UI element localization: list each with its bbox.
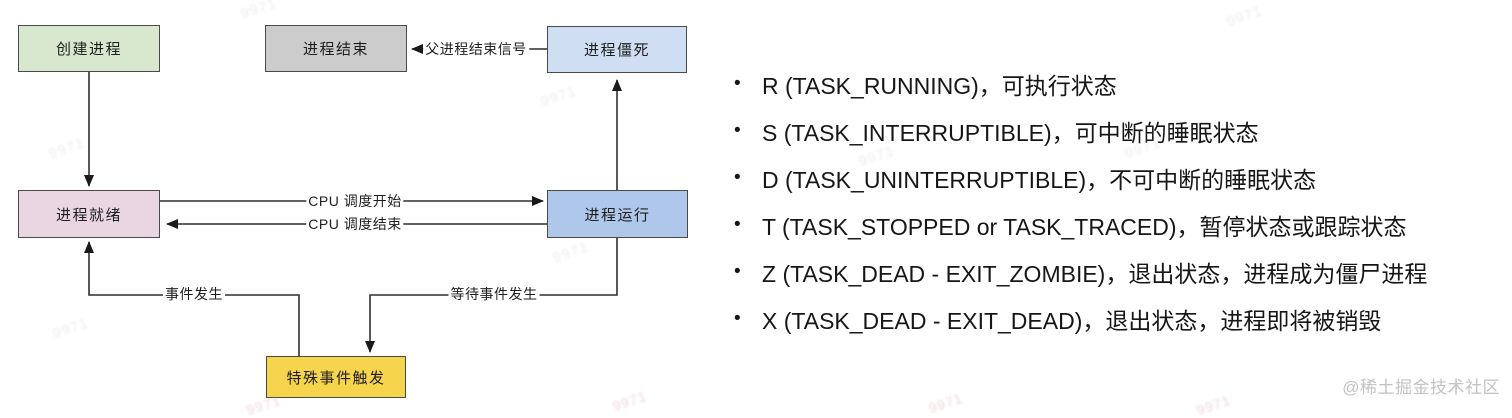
node-process-zombie: 进程僵死: [547, 26, 687, 73]
watermark-text: 9971: [610, 387, 649, 415]
watermark-text: 9971: [238, 0, 280, 23]
watermark-text: 9971: [50, 314, 92, 343]
list-item: • S (TASK_INTERRUPTIBLE)，可中断的睡眠状态: [734, 107, 1427, 154]
edge-label-cpu-schedule-start: CPU 调度开始: [306, 191, 404, 211]
node-process-running: 进程运行: [547, 190, 688, 238]
watermark-text: 9971: [46, 134, 88, 163]
bullet-icon: •: [734, 119, 741, 141]
bullet-icon: •: [734, 166, 741, 188]
task-state-list: • R (TASK_RUNNING)，可执行状态 • S (TASK_INTER…: [734, 60, 1427, 342]
bullet-icon: •: [734, 307, 741, 329]
community-attribution: @稀土掘金技术社区: [1342, 378, 1500, 397]
watermark-text: 9971: [1224, 2, 1266, 31]
node-process-end: 进程结束: [265, 25, 407, 72]
list-item-text: X (TASK_DEAD - EXIT_DEAD)，退出状态，进程即将被销毁: [762, 307, 1382, 334]
bullet-icon: •: [734, 260, 741, 282]
edge-label-wait-event: 等待事件发生: [448, 284, 540, 304]
list-item-text: T (TASK_STOPPED or TASK_TRACED)，暂停状态或跟踪状…: [762, 213, 1407, 240]
process-state-diagram-page: 创建进程 进程结束 进程僵死 进程就绪 进程运行 特殊事件触发 父进程结束信号 …: [18, 0, 1500, 418]
list-item-text: D (TASK_UNINTERRUPTIBLE)，不可中断的睡眠状态: [762, 166, 1317, 193]
list-item-text: R (TASK_RUNNING)，可执行状态: [762, 72, 1117, 99]
node-create-process: 创建进程: [18, 25, 160, 72]
edge-label-parent-end-signal: 父进程结束信号: [423, 39, 529, 59]
list-item: • D (TASK_UNINTERRUPTIBLE)，不可中断的睡眠状态: [734, 154, 1427, 201]
edge-label-cpu-schedule-end: CPU 调度结束: [306, 214, 404, 234]
node-process-ready: 进程就绪: [18, 190, 160, 238]
bullet-icon: •: [734, 213, 741, 235]
list-item: • X (TASK_DEAD - EXIT_DEAD)，退出状态，进程即将被销毁: [734, 295, 1427, 342]
list-item-text: S (TASK_INTERRUPTIBLE)，可中断的睡眠状态: [762, 119, 1259, 146]
bullet-icon: •: [734, 72, 741, 94]
watermark-text: 9971: [1194, 391, 1233, 418]
edge-label-event-occurs: 事件发生: [163, 284, 225, 304]
list-item: • T (TASK_STOPPED or TASK_TRACED)，暂停状态或跟…: [734, 201, 1427, 248]
watermark-text: 9971: [538, 82, 580, 111]
watermark-text: 9971: [926, 389, 965, 417]
list-item: • R (TASK_RUNNING)，可执行状态: [734, 60, 1427, 107]
node-special-event: 特殊事件触发: [266, 356, 406, 398]
watermark-text: 9971: [550, 238, 592, 267]
list-item: • Z (TASK_DEAD - EXIT_ZOMBIE)，退出状态，进程成为僵…: [734, 248, 1427, 295]
list-item-text: Z (TASK_DEAD - EXIT_ZOMBIE)，退出状态，进程成为僵尸进…: [762, 260, 1428, 287]
